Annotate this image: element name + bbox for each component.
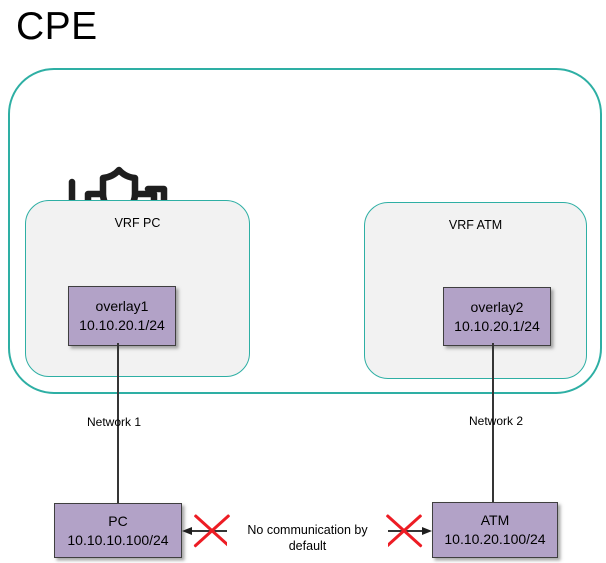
arrowhead-right-icon [422,526,432,535]
vrf-pc-box: VRF PC overlay1 10.10.20.1/24 [25,200,250,377]
vrf-atm-box: VRF ATM overlay2 10.10.20.1/24 [364,202,587,379]
blocked-x-right-icon [386,514,422,547]
host-name: ATM [480,512,510,528]
blocked-x-left-icon [194,514,230,547]
host-name: PC [108,512,128,529]
interface-overlay1: overlay1 10.10.20.1/24 [68,286,176,346]
host-ip: 10.10.20.100/24 [444,531,546,547]
interface-name: overlay1 [95,298,149,314]
interface-overlay2: overlay2 10.10.20.1/24 [443,287,551,346]
arrowhead-left-icon [182,526,192,535]
host-pc-box: PC 10.10.10.100/24 [54,503,182,558]
interface-ip: 10.10.20.1/24 [454,317,540,334]
network1-connector-line [117,343,119,503]
interface-name: overlay2 [470,298,524,315]
interface-ip: 10.10.20.1/24 [79,317,165,333]
cpe-device-boundary: VRF PC overlay1 10.10.20.1/24 VRF ATM ov… [8,68,602,394]
diagram-title: CPE [16,5,98,48]
host-atm-box: ATM 10.10.20.100/24 [432,502,558,558]
vrf-pc-label: VRF PC [114,216,161,230]
network1-label: Network 1 [86,415,142,429]
network2-connector-line [492,343,494,502]
network2-label: Network 2 [468,414,524,428]
host-ip: 10.10.10.100/24 [67,531,169,548]
blocked-connection-label: No communication by default [227,522,388,554]
vrf-atm-label: VRF ATM [448,218,503,232]
